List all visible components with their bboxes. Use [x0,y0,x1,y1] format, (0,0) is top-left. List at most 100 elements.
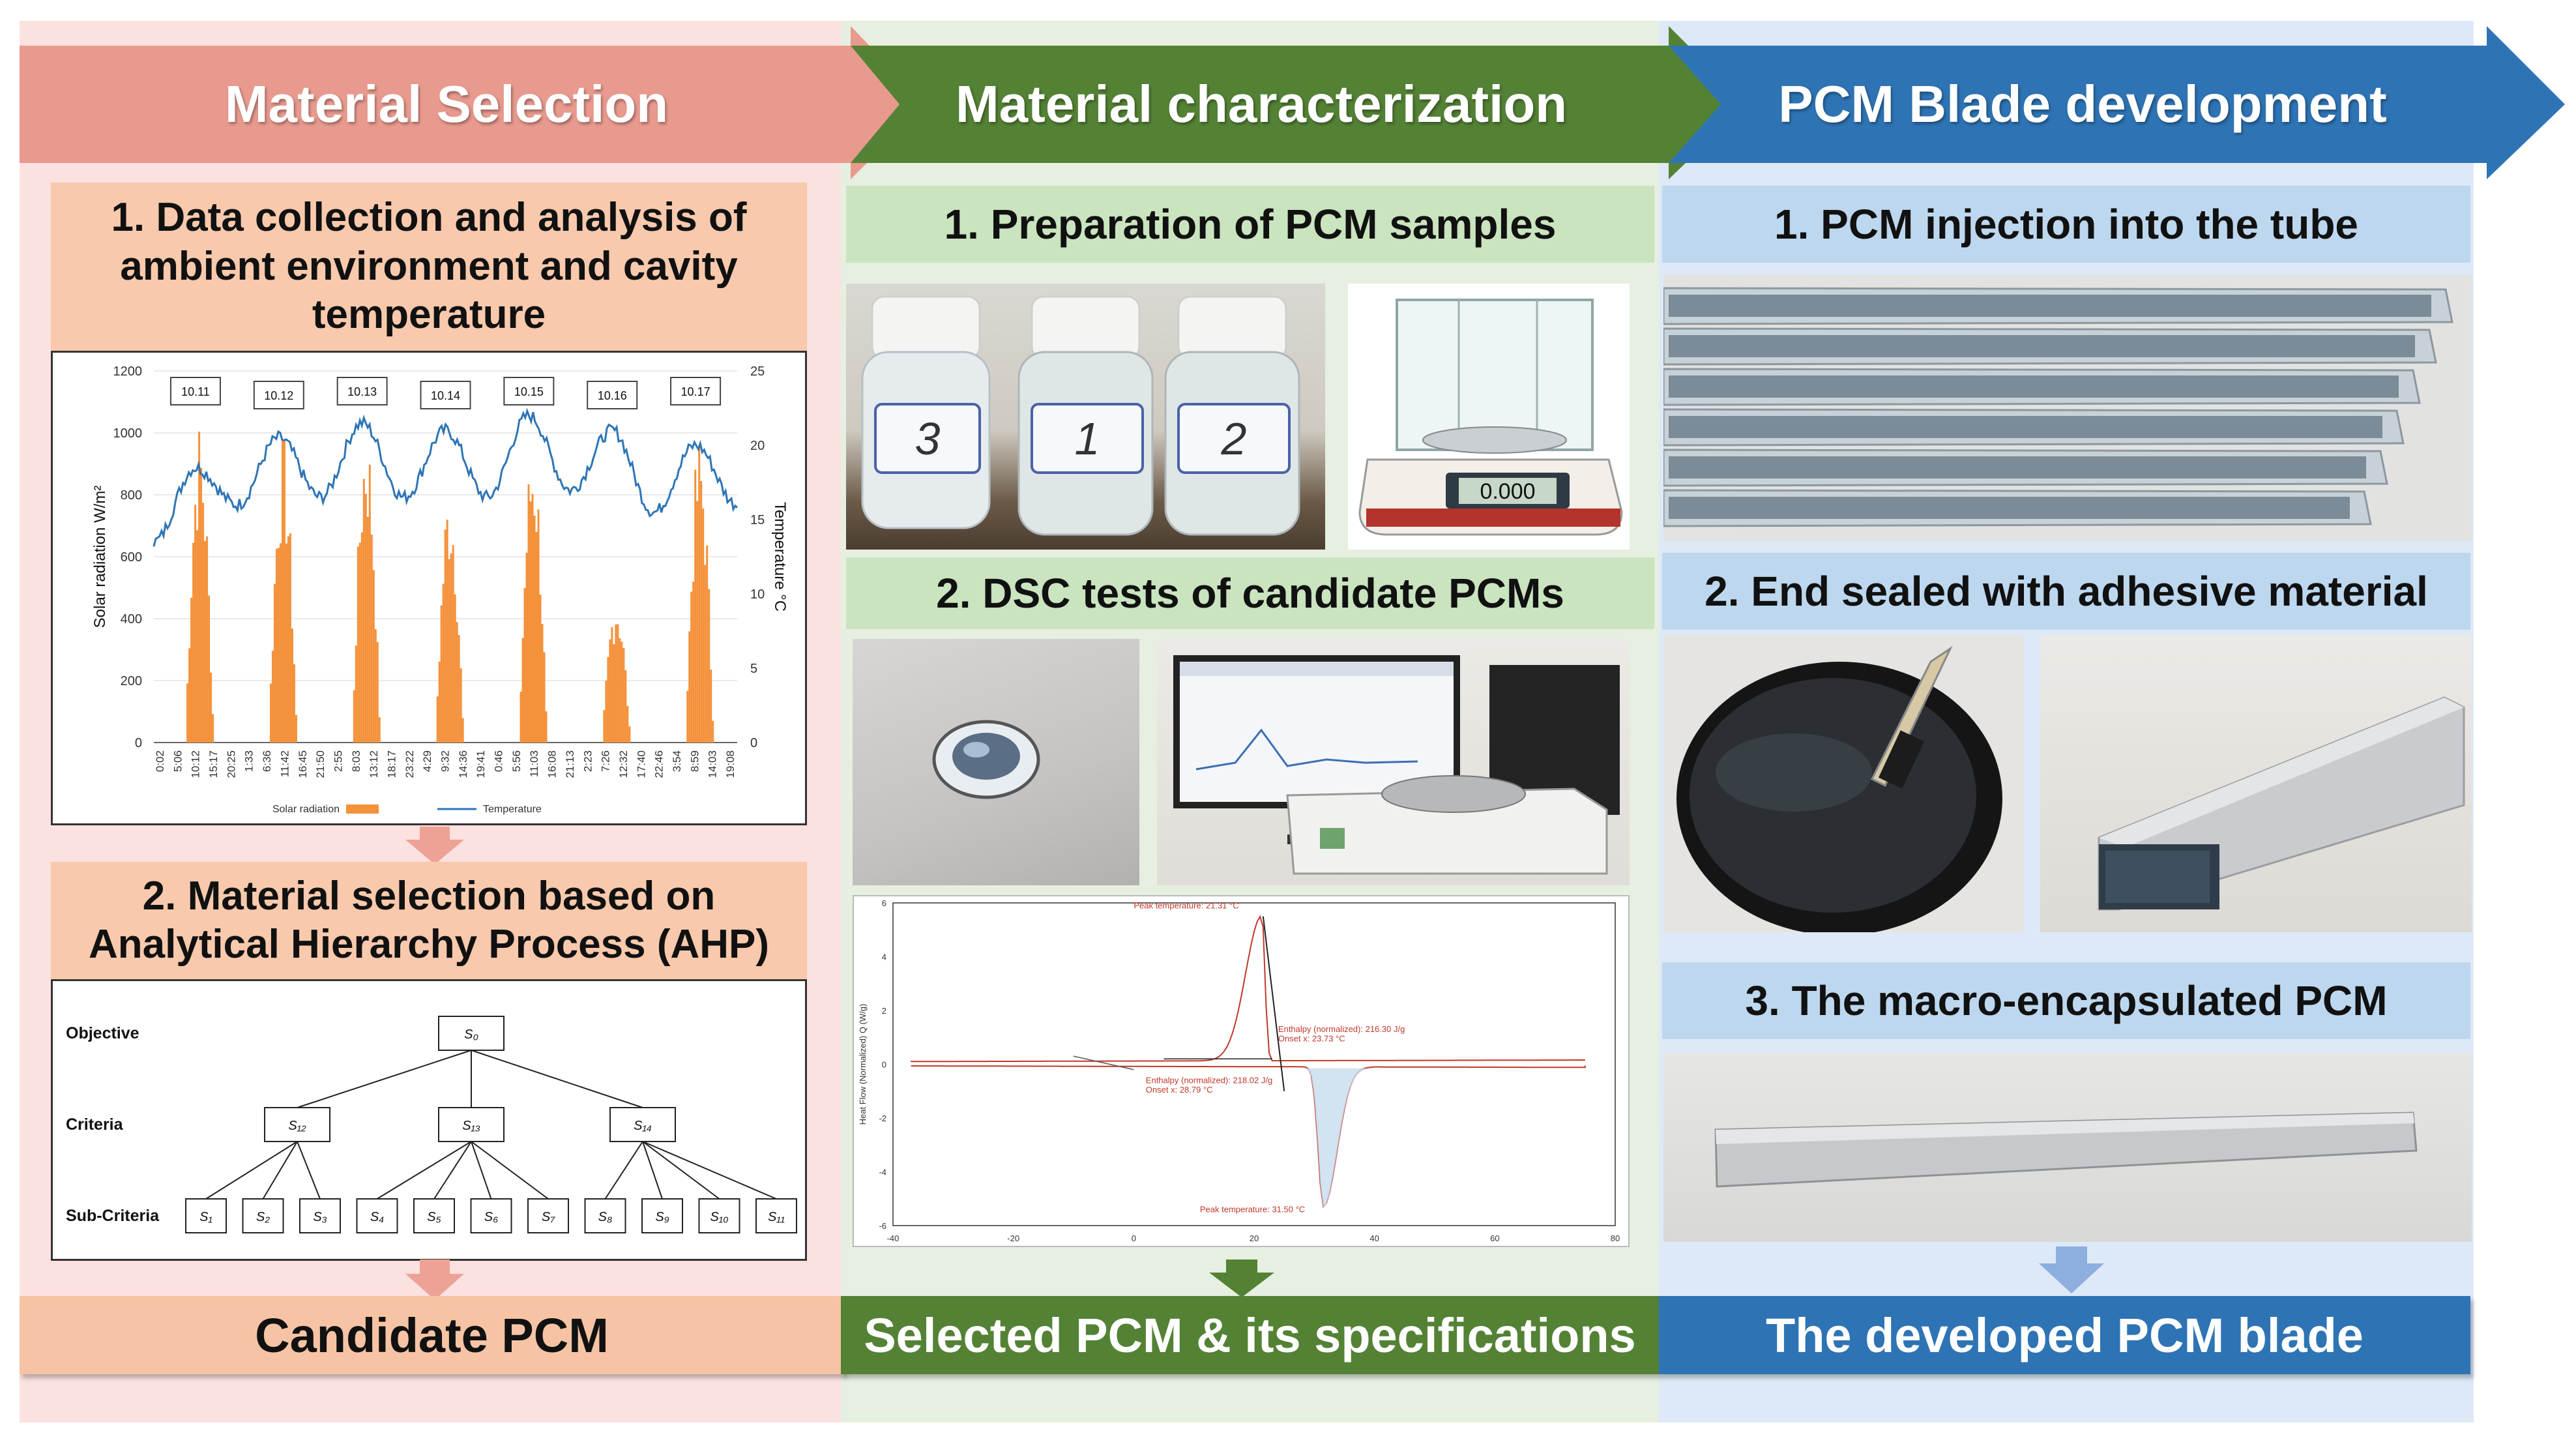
climate-xtick: 8:59 [688,750,701,772]
characterization-step1-heading: 1. Preparation of PCM samples [846,186,1654,263]
climate-y2tick: 15 [750,513,765,527]
climate-xtick: 1:33 [243,750,256,772]
ahp-subcriteria-node [242,1198,284,1233]
dsc-xtick: 0 [1132,1233,1136,1243]
ahp-edge [297,1050,472,1108]
ahp-edge [297,1141,321,1200]
climate-y2tick: 5 [750,662,757,676]
climate-xtick: 0:02 [154,750,166,772]
ahp-subcriteria-node [527,1198,569,1233]
climate-xtick: 13:12 [368,750,380,778]
ahp-edge [642,1141,663,1200]
climate-xtick: 12:32 [617,750,630,778]
climate-ylabel: Solar radiation W/m² [91,486,109,628]
legend-solar-label: Solar radiation [272,804,340,815]
climate-ytick: 0 [135,736,142,750]
day-label: 10.14 [431,389,460,402]
climate-xtick: 21:50 [314,750,327,778]
ahp-subcriteria-node [185,1198,227,1233]
solar-radiation-day-5 [520,484,548,743]
ahp-edge [471,1050,643,1108]
ahp-edge [642,1141,777,1200]
dsc-onset-1-label: Onset x: 23.73 °C [1278,1033,1345,1043]
day-label: 10.16 [598,389,627,402]
climate-xtick: 20:25 [225,750,237,778]
dsc-xtick: 60 [1490,1233,1499,1243]
dsc-cooling-curve [911,1065,1586,1209]
day-label-box [670,377,722,405]
blade-footer: The developed PCM blade [1659,1296,2470,1374]
characterization-footer: Selected PCM & its specifications [841,1296,1659,1374]
analytical-balance-photo: 0.000 [1348,284,1630,550]
climate-xtick: 5:56 [510,750,523,772]
solar-radiation-day-2 [269,439,297,743]
ahp-edge [262,1141,298,1200]
climate-xtick: 10:12 [190,750,202,778]
climate-xtick: 21:13 [564,750,576,778]
ahp-objective-node [438,1016,505,1051]
climate-xtick: 18:17 [385,750,398,778]
pcm-tube-fill [1669,497,2350,519]
legend-temperature-label: Temperature [483,804,542,815]
pcm-tube-fill [1669,295,2431,317]
solar-radiation-day-1 [186,432,214,743]
climate-xtick: 7:26 [600,750,612,772]
day-label-box [587,381,638,409]
balance-display: 0.000 [1480,479,1535,504]
adhesive-container-photo [1663,636,2023,932]
climate-xtick: 17:40 [635,750,647,778]
climate-ytick: 400 [121,612,142,626]
sealed-tube-end-photo [2040,636,2472,932]
blade-arrow-down [2039,1246,2104,1293]
day-label: 10.17 [681,385,710,398]
climate-xtick: 14:03 [707,750,719,778]
dsc-enthalpy-1-label: Enthalpy (normalized): 216.30 J/g [1278,1024,1405,1034]
pcm-sample-bottles-photo: 3 1 2 [846,284,1325,550]
ahp-criteria-node-label: S₁₂ [288,1119,306,1133]
ahp-subcriteria-node-label: S₃ [313,1210,327,1224]
ahp-criteria-node [264,1107,330,1142]
climate-xtick: 19:41 [475,750,487,778]
climate-xtick: 8:03 [350,750,362,772]
pcm-tubes-photo [1663,275,2472,541]
ahp-criteria-node [609,1107,676,1142]
dsc-crucible-photo [853,639,1139,885]
climate-xtick: 14:36 [457,750,469,778]
dsc-peak-heating-label: Peak temperature: 21.31 °C [1134,900,1238,910]
bottle-3: 3 [861,295,991,529]
ahp-level-label: Sub-Criteria [66,1207,160,1225]
ahp-criteria-node-label: S₁₃ [462,1119,480,1133]
ahp-subcriteria-node [584,1198,626,1233]
ahp-subcriteria-node-label: S₅ [427,1210,441,1224]
dsc-cooling-peak-area [1290,1068,1375,1209]
climate-xtick: 19:08 [724,750,737,778]
ahp-criteria-node [438,1107,505,1142]
dsc-ytick: -6 [879,1221,886,1231]
bottle-1-label: 1 [1075,413,1100,464]
day-label-box [253,381,304,409]
selection-arrow [20,26,926,179]
dsc-enthalpy-2-label: Enthalpy (normalized): 218.02 J/g [1146,1075,1272,1085]
dsc-ytick: 0 [882,1060,886,1070]
climate-xtick: 2:23 [581,750,594,772]
ahp-subcriteria-node-label: S₁₀ [710,1210,728,1224]
solar-radiation-day-7 [686,447,714,743]
climate-xtick: 6:36 [261,750,273,772]
climate-ytick: 600 [121,550,142,565]
pcm-tube-fill [1669,376,2399,398]
ahp-edge [604,1141,643,1200]
dsc-xtick: 20 [1250,1233,1259,1243]
dsc-onset-2-label: Onset x: 28.79 °C [1146,1085,1213,1095]
climate-xtick: 11:42 [278,750,291,777]
solar-radiation-day-3 [353,464,381,743]
dsc-peak-cooling-label: Peak temperature: 31.50 °C [1200,1204,1305,1214]
ahp-edge [471,1141,492,1200]
climate-xtick: 15:17 [207,750,220,778]
climate-xtick: 16:08 [546,750,559,778]
ahp-criteria-node-label: S₁₄ [634,1119,652,1133]
ahp-subcriteria-node [470,1198,512,1233]
day-label-box [503,377,555,405]
dsc-heating-curve [910,915,1585,1063]
